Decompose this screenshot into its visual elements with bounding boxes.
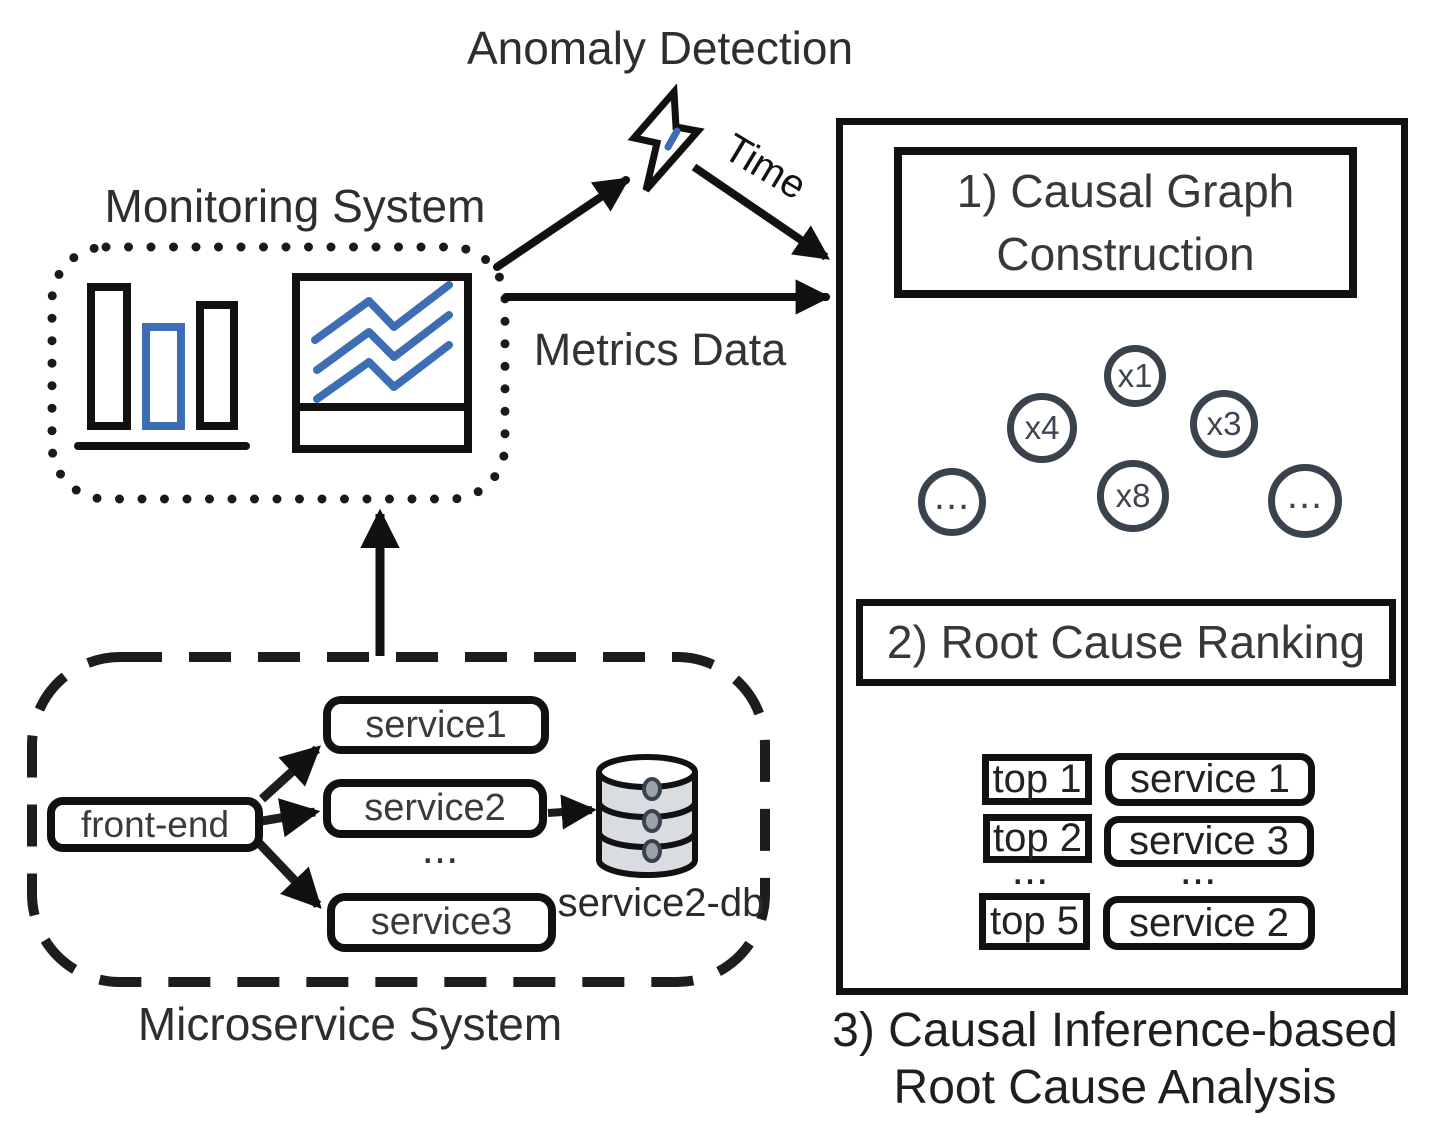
- rank-top5-box: top 5: [979, 893, 1090, 950]
- microservice-dashed-border: [27, 652, 770, 987]
- line-chart-icon: [292, 273, 472, 453]
- service2-box: service2: [323, 779, 547, 838]
- anomaly-detection-label: Anomaly Detection: [466, 22, 854, 74]
- more-services-ellipsis: ...: [421, 824, 459, 873]
- arrow-service2-to-db: [547, 794, 597, 830]
- ranking-ellipsis-left: ...: [1011, 845, 1049, 894]
- rank-top1-box: top 1: [982, 754, 1092, 805]
- service2-db-label: service2-db: [557, 881, 765, 925]
- causal-node-left-ellipsis: ...: [918, 468, 986, 536]
- causal-node-x3: x3: [1190, 390, 1258, 458]
- bar-chart-icon: [74, 283, 250, 450]
- lightning-spark-accent: [664, 127, 681, 151]
- rank-service1-box: service 1: [1105, 753, 1315, 806]
- analysis-caption-line1: 3) Causal Inference-based: [832, 1004, 1398, 1057]
- service3-box: service3: [327, 893, 556, 952]
- arrow-frontend-to-service3: [255, 839, 322, 909]
- service1-box: service1: [323, 696, 549, 754]
- causal-node-x1: x1: [1104, 345, 1166, 407]
- analysis-caption-line2: Root Cause Analysis: [893, 1061, 1337, 1114]
- metrics-data-label: Metrics Data: [533, 324, 787, 375]
- arrow-frontend-to-service1: [258, 745, 321, 803]
- arrow-anomaly-to-analysis: [691, 163, 830, 261]
- rank-service2-box: service 2: [1103, 896, 1315, 950]
- arrow-frontend-to-service2: [261, 798, 321, 838]
- lightning-bolt-icon: [627, 83, 705, 193]
- database-icon: [596, 754, 698, 878]
- arrow-monitoring-to-anomaly: [493, 176, 630, 271]
- ranking-ellipsis-right: ...: [1179, 845, 1217, 894]
- step1-causal-graph-construction-box: 1) Causal Graph Construction: [894, 147, 1357, 298]
- microservice-system-label: Microservice System: [137, 998, 563, 1050]
- rank-top2-box: top 2: [983, 814, 1092, 863]
- monitoring-system-label: Monitoring System: [104, 180, 486, 232]
- rank-service3-box: service 3: [1104, 816, 1314, 867]
- causal-node-right-ellipsis: ...: [1268, 464, 1342, 538]
- step2-root-cause-ranking-box: 2) Root Cause Ranking: [856, 599, 1396, 686]
- causal-node-x4: x4: [1007, 393, 1077, 463]
- frontend-box: front-end: [47, 797, 263, 852]
- monitoring-dotted-border: [47, 242, 510, 504]
- causal-node-x8: x8: [1097, 460, 1169, 532]
